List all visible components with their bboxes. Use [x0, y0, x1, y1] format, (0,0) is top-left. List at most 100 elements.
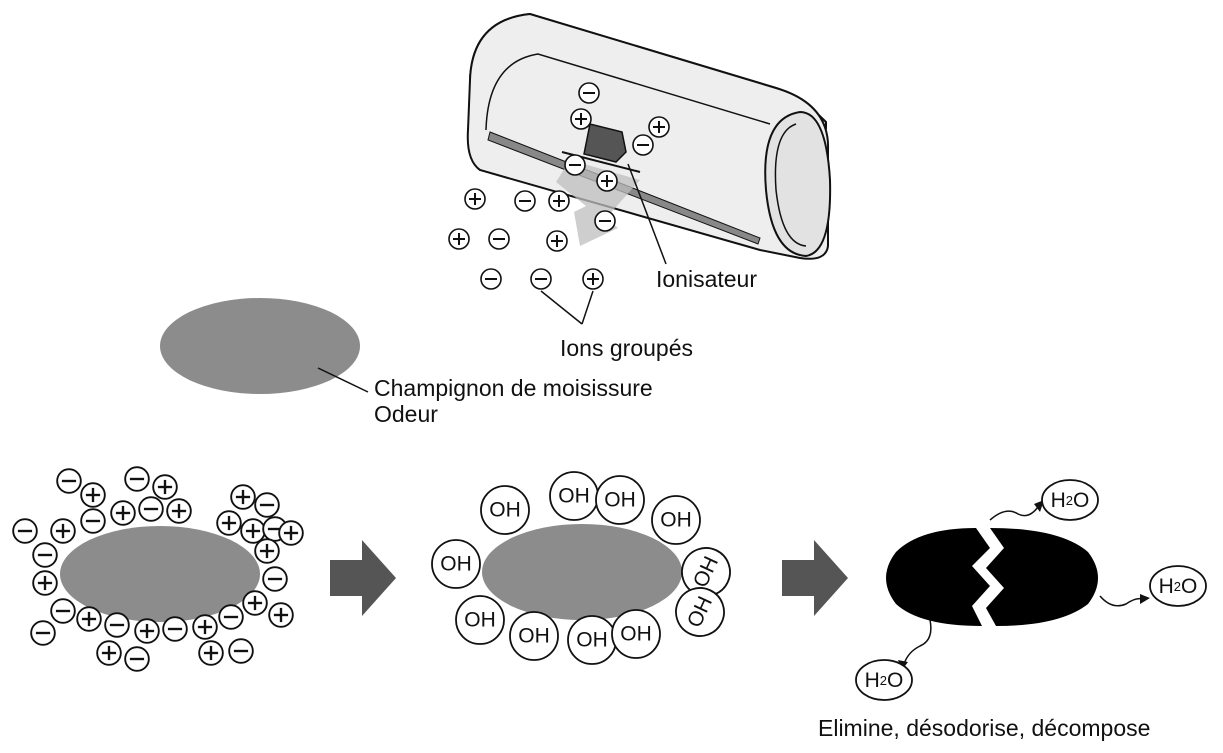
h2o-molecule — [855, 659, 913, 701]
decomposed-spore-right — [986, 528, 1098, 626]
oh-radical — [480, 485, 530, 535]
minus-ion-icon — [228, 638, 254, 664]
minus-ion-icon — [480, 268, 502, 290]
plus-ion-icon — [278, 520, 304, 546]
plus-ion-icon — [80, 482, 106, 508]
oh-radical — [431, 539, 481, 589]
mold-leader — [317, 367, 369, 393]
right-arrow-icon — [782, 540, 848, 616]
h2o-molecule — [1041, 479, 1099, 521]
h2o-molecule — [1149, 565, 1207, 607]
h2o-subscript: 2 — [880, 673, 887, 688]
plus-ion-icon — [596, 170, 618, 192]
oh-label: OH — [464, 609, 496, 632]
minus-ion-icon — [12, 518, 38, 544]
minus-ion-icon — [56, 468, 82, 494]
plus-ion-icon — [76, 606, 102, 632]
decomposed-spore-left — [886, 528, 990, 626]
minus-ion-icon — [564, 154, 586, 176]
oh-label: OH — [620, 623, 652, 646]
minus-ion-icon — [594, 210, 616, 232]
mold-spore — [482, 524, 682, 620]
result-label: Elimine, désodorise, décompose — [818, 715, 1150, 741]
oh-label: OH — [518, 625, 550, 648]
minus-ion-icon — [138, 496, 164, 522]
h2o-label: H2O — [1051, 489, 1090, 512]
h2o-h: H — [1159, 575, 1174, 598]
step-decomposition: H2O H2O H2O Elimine, désodorise, décompo… — [818, 479, 1207, 741]
oh-radical — [651, 495, 701, 545]
oh-radical — [509, 611, 559, 661]
mold-spore — [160, 298, 360, 394]
plus-ion-icon — [448, 228, 470, 250]
plus-ion-icon — [50, 518, 76, 544]
oh-label: OH — [576, 629, 608, 652]
h2o-o: O — [1073, 489, 1089, 512]
plus-ion-icon — [230, 484, 256, 510]
h2o-o: O — [887, 669, 903, 692]
minus-ion-icon — [30, 620, 56, 646]
plus-ion-icon — [216, 510, 242, 536]
minus-ion-icon — [50, 598, 76, 624]
minus-ion-icon — [254, 492, 280, 518]
oh-radical — [455, 595, 505, 645]
h2o-h: H — [1051, 489, 1066, 512]
h2o-h: H — [865, 669, 880, 692]
ionisateur-label: Ionisateur — [656, 266, 757, 292]
plus-ion-icon — [240, 518, 266, 544]
plus-ion-icon — [32, 570, 58, 596]
plus-ion-icon — [570, 108, 592, 130]
plus-ion-icon — [254, 538, 280, 564]
plus-ion-icon — [96, 640, 122, 666]
ac-end-cap-inner — [774, 123, 807, 247]
plus-ion-icon — [198, 640, 224, 666]
release-arrow-head — [1140, 594, 1150, 604]
h2o-subscript: 2 — [1066, 493, 1073, 508]
step-ions-attach — [12, 466, 304, 672]
plus-ion-icon — [134, 618, 160, 644]
plus-ion-icon — [192, 614, 218, 640]
h2o-label: H2O — [1159, 575, 1198, 598]
champignon-label: Champignon de moisissure — [374, 375, 653, 401]
minus-ion-icon — [530, 268, 552, 290]
plus-ion-icon — [152, 474, 178, 500]
release-arrow — [1099, 595, 1145, 607]
ions-groupes-label: Ions groupés — [560, 335, 693, 361]
minus-ion-icon — [218, 604, 244, 630]
ac-panel-line — [485, 53, 771, 131]
plus-ion-icon — [548, 190, 570, 212]
mold-spore — [60, 526, 260, 622]
plus-ion-icon — [268, 602, 294, 628]
oh-label: OH — [558, 485, 590, 508]
ions-leader-left — [540, 290, 583, 325]
plus-ion-icon — [464, 188, 486, 210]
odeur-label: Odeur — [374, 401, 438, 427]
airflow-arrow — [556, 160, 640, 246]
release-arrow — [903, 619, 932, 665]
minus-ion-icon — [632, 134, 654, 156]
oh-label: OH — [604, 489, 636, 512]
minus-ion-icon — [32, 542, 58, 568]
plus-ion-icon — [242, 590, 268, 616]
minus-ion-icon — [124, 466, 150, 492]
oh-label: OH — [440, 553, 472, 576]
minus-ion-icon — [262, 566, 288, 592]
h2o-label: H2O — [865, 669, 904, 692]
release-arrow — [989, 503, 1041, 521]
minus-ion-icon — [104, 612, 130, 638]
plus-ion-icon — [546, 230, 568, 252]
ions-leader-right — [581, 290, 594, 325]
oh-radical-rotated: OH — [681, 547, 731, 597]
plus-ion-icon — [582, 268, 604, 290]
minus-ion-icon — [578, 82, 600, 104]
oh-radical — [595, 475, 645, 525]
oh-radical-rotated: OH — [675, 587, 725, 637]
right-arrow-icon — [330, 540, 396, 616]
minus-ion-icon — [488, 228, 510, 250]
step-oh-radicals: OH OH OH OH OH OH OH OH OH OH OH — [431, 471, 731, 665]
plus-ion-icon — [110, 500, 136, 526]
h2o-subscript: 2 — [1174, 579, 1181, 594]
oh-label: OH — [660, 509, 692, 532]
minus-ion-icon — [124, 646, 150, 672]
